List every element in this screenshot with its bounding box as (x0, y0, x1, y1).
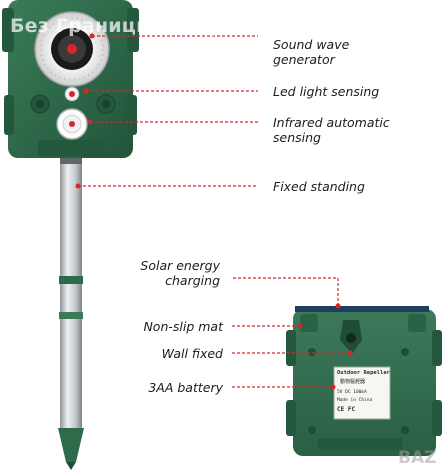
back-label-origin: Made in China (337, 398, 373, 403)
label-battery: 3AA battery (148, 380, 223, 395)
label-led-light: Led light sensing (273, 84, 380, 99)
label-solar: Solar energy charging (140, 258, 220, 288)
stake (58, 150, 84, 470)
label-non-slip: Non-slip mat (143, 319, 223, 334)
leader-dots (75, 33, 353, 390)
watermark-text: Без Граници Базар (10, 15, 223, 37)
back-label-spec: 5V DC 100mA (337, 390, 367, 395)
bazar-logo: BAZ VR (398, 448, 443, 468)
label-infrared: Infrared automatic sensing (273, 115, 390, 145)
back-device (286, 306, 442, 456)
label-wall-fixed: Wall fixed (161, 346, 223, 361)
back-label-cert: CE FC (337, 406, 356, 413)
back-label-title: Outdoor Repeller (337, 370, 390, 376)
label-sound-wave: Sound wave generator (273, 37, 350, 67)
back-label-subtitle: 動物驅趕器 (340, 379, 366, 385)
front-device (2, 0, 139, 158)
leader-lines (78, 35, 350, 388)
label-fixed-standing: Fixed standing (273, 179, 365, 194)
